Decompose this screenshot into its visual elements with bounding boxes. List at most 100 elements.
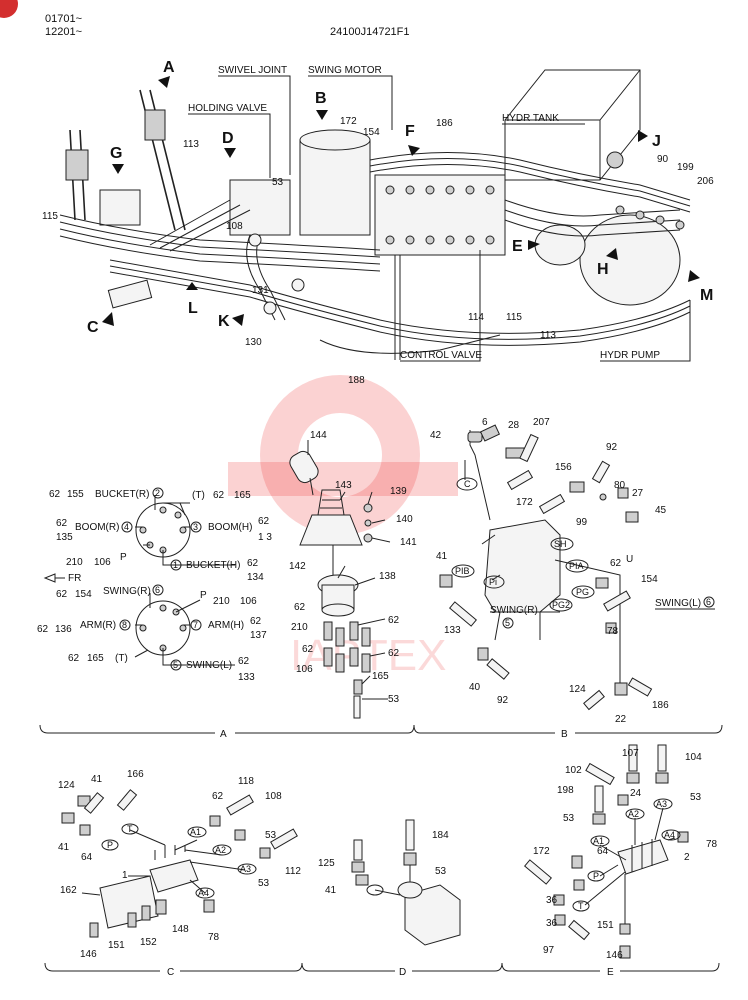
port-1: 1 xyxy=(173,560,178,570)
part-139: 139 xyxy=(390,486,407,497)
part-206: 206 xyxy=(697,176,714,187)
label-boom-h: BOOM(H) xyxy=(208,522,252,533)
part-62-u3: 62 xyxy=(56,518,68,529)
part-131: 131 xyxy=(252,285,269,296)
part-113-b: 113 xyxy=(540,330,556,341)
part-133: 133 xyxy=(238,672,255,683)
part-156: 156 xyxy=(555,462,572,473)
part-78-c: 78 xyxy=(208,932,220,943)
part-62-u5: 62 xyxy=(247,558,259,569)
part-90: 90 xyxy=(657,154,669,165)
view-letter-b: B xyxy=(315,90,327,107)
part-146-e: 146 xyxy=(606,950,623,961)
port-a2-c: A2 xyxy=(215,845,226,855)
part-210-l: 210 xyxy=(213,596,230,607)
port-pi: Pi xyxy=(489,577,497,587)
part-186-b: 186 xyxy=(652,700,669,711)
port-6: 6 xyxy=(155,585,160,595)
part-102: 102 xyxy=(565,765,582,776)
label-arm-h: ARM(H) xyxy=(208,620,244,631)
view-letter-h: H xyxy=(597,261,609,278)
part-141: 141 xyxy=(400,537,417,548)
corner-badge xyxy=(0,0,18,18)
part-140: 140 xyxy=(396,514,413,525)
part-113-a: 53 xyxy=(388,694,400,705)
part-62-l3: 62 xyxy=(250,616,262,627)
part-104: 104 xyxy=(685,752,702,763)
view-letter-k: K xyxy=(218,313,230,330)
part-154-b: 154 xyxy=(641,574,658,585)
view-letter-f: F xyxy=(405,123,415,140)
label-control-valve: CONTROL VALVE xyxy=(400,350,482,361)
port-pib: PIB xyxy=(455,566,470,576)
section-d-label: D xyxy=(399,967,406,978)
label-front-arrow: FR xyxy=(68,573,81,584)
part-53-c2: 53 xyxy=(258,878,270,889)
label-swing-r-b: SWING(R) xyxy=(490,605,538,616)
part-148: 148 xyxy=(172,924,189,935)
part-62-u4: 62 xyxy=(258,516,270,527)
port-a4-e: A4 xyxy=(664,830,675,840)
part-53-top: 53 xyxy=(272,177,284,188)
port-pg: PG xyxy=(576,587,589,597)
part-62-l4: 62 xyxy=(68,653,80,664)
part-172-e: 172 xyxy=(533,846,550,857)
part-152: 152 xyxy=(140,937,157,948)
view-e-exploded: A1 A2 A3 A4 P T 107 104 102 53 198 24 53… xyxy=(523,744,718,961)
label-swing-motor: SWING MOTOR xyxy=(308,65,382,76)
part-107: 107 xyxy=(622,748,639,759)
part-151-c: 151 xyxy=(108,940,125,951)
part-124-b: 124 xyxy=(569,684,586,695)
port-4: 4 xyxy=(124,522,129,532)
watermark-gear: IAPTEX xyxy=(228,375,458,680)
label-port-p-upper: P xyxy=(120,552,127,563)
part-130: 130 xyxy=(245,337,262,348)
part-144: 144 xyxy=(310,430,327,441)
part-115-left: 115 xyxy=(42,211,58,222)
port-a3-e: A3 xyxy=(656,799,667,809)
part-172: 172 xyxy=(340,116,357,127)
part-1-c: 1 xyxy=(122,870,128,881)
label-swing-l: SWING(L) xyxy=(186,660,232,671)
part-124-c: 124 xyxy=(58,780,75,791)
port-c-b: C xyxy=(464,479,471,489)
part-36-e2: 36 xyxy=(546,918,558,929)
port-t-e: T xyxy=(578,901,584,911)
part-62-u1: 62 xyxy=(49,489,61,500)
part-99: 99 xyxy=(576,517,588,528)
part-41-c2: 41 xyxy=(58,842,70,853)
part-53-e1: 53 xyxy=(690,792,702,803)
label-hydr-pump: HYDR PUMP xyxy=(600,350,660,361)
serial-range-2: 12201~ xyxy=(45,26,82,38)
part-137: 137 xyxy=(250,630,267,641)
part-28: 28 xyxy=(508,420,520,431)
part-207: 207 xyxy=(533,417,550,428)
part-97: 97 xyxy=(543,945,555,956)
part-62-b: 62 xyxy=(610,558,622,569)
part-133-b: 133 xyxy=(444,625,461,636)
part-53-e2: 53 xyxy=(563,813,575,824)
view-c-exploded: T P A1 A2 A3 A4 124 41 166 41 64 118 62 … xyxy=(58,769,301,960)
label-swing-r: SWING(R) xyxy=(103,586,151,597)
part-138: 138 xyxy=(379,571,396,582)
part-53-d: 53 xyxy=(435,866,447,877)
port-3: 3 xyxy=(193,522,198,532)
section-a-label: A xyxy=(220,729,227,740)
top-hydraulic-assembly: SWIVEL JOINT SWING MOTOR HOLDING VALVE H… xyxy=(42,59,714,386)
part-62-a2: 62 xyxy=(302,644,314,655)
part-155: 155 xyxy=(67,489,84,500)
label-hydr-tank: HYDR TANK xyxy=(502,113,559,124)
view-letter-m: M xyxy=(700,287,713,304)
view-letter-j: J xyxy=(652,133,661,150)
part-165-l: 165 xyxy=(87,653,104,664)
part-112: 112 xyxy=(285,866,301,877)
port-a1-e: A1 xyxy=(593,836,604,846)
section-c-label: C xyxy=(167,967,174,978)
view-letter-l: L xyxy=(188,300,198,317)
label-boom-r: BOOM(R) xyxy=(75,522,119,533)
port-a1-c: A1 xyxy=(190,827,201,837)
part-143: 143 xyxy=(335,480,352,491)
part-186: 186 xyxy=(436,118,453,129)
part-154: 154 xyxy=(363,127,380,138)
